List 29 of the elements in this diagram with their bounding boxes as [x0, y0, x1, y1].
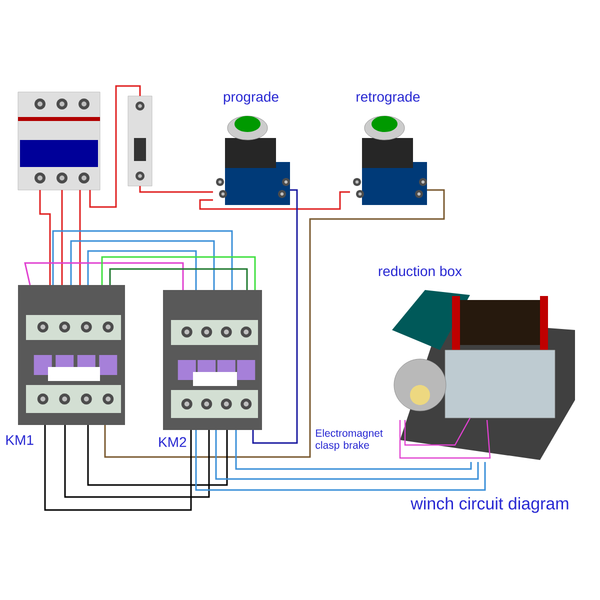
wire	[24, 262, 184, 290]
wire	[61, 190, 63, 285]
wire	[109, 268, 248, 290]
device-label: KM1	[6, 435, 34, 445]
wire	[89, 85, 141, 208]
device-label: prograde	[224, 91, 278, 105]
circuit-breaker-drawing	[128, 96, 152, 186]
wire	[79, 190, 81, 285]
part-label: reduction box	[378, 266, 462, 276]
wire	[87, 250, 197, 290]
wire	[235, 430, 472, 470]
device-label: retrograde	[356, 91, 420, 105]
device-label: KM2	[159, 437, 186, 447]
wire	[39, 190, 51, 285]
part-label: Electromagnet clasp brake	[316, 429, 383, 451]
wire	[44, 425, 192, 511]
wire	[70, 240, 215, 290]
caption: winch circuit diagram	[410, 497, 568, 513]
wire	[104, 189, 445, 458]
wire	[215, 430, 479, 480]
wire	[52, 230, 233, 290]
wire	[252, 189, 298, 444]
circuit-breaker-drawing	[18, 92, 100, 190]
wire	[64, 425, 210, 498]
winch-drawing	[392, 290, 575, 460]
wire	[195, 430, 486, 491]
wire	[101, 256, 256, 290]
wire	[87, 425, 228, 486]
wire	[139, 186, 213, 193]
